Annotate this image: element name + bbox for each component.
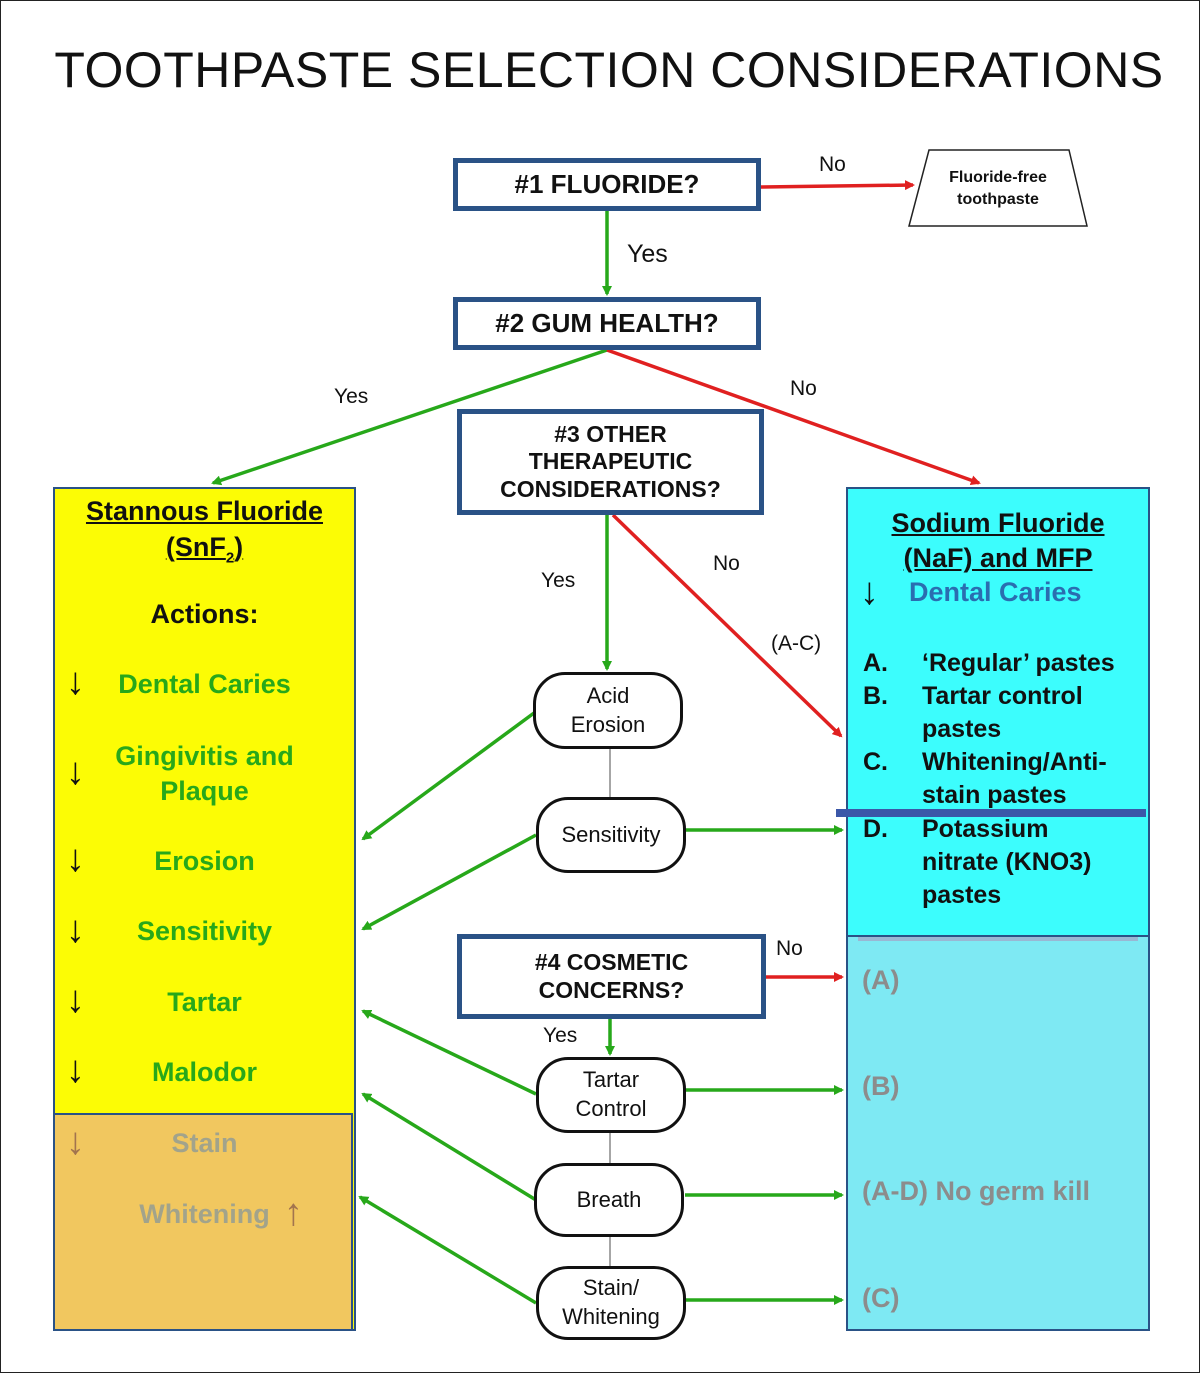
q2-yes-arrow [211, 348, 608, 486]
sodium-caries: Dental Caries [909, 577, 1082, 607]
stannous-item-sensitivity: Sensitivity [136, 916, 273, 946]
stannous-item-tartar: Tartar [167, 987, 242, 1017]
q3-range-label: (A-C) [771, 632, 822, 655]
pill-tartar-line1: Tartar [582, 1067, 640, 1093]
stannous-item-whitening: Whitening [139, 1199, 270, 1229]
up-arrow-icon: ↑ [284, 1192, 303, 1234]
q4-yes-label: Yes [543, 1024, 578, 1047]
sodium-list-letter-d: D. [863, 815, 888, 843]
down-arrow-icon: ↓ [66, 1121, 85, 1163]
pill-acid-erosion-line2: Erosion [570, 711, 646, 737]
sodium-gray-b: (B) [862, 1071, 900, 1101]
q2-label: #2 GUM HEALTH? [495, 307, 719, 338]
q1-yes-label: Yes [627, 240, 668, 268]
q1-fluoride-box: #1 FLUORIDE? [453, 158, 761, 211]
down-arrow-icon: ↓ [66, 751, 85, 793]
pill-acid-erosion-line1: Acid [586, 682, 630, 708]
sodium-lower-panel [846, 935, 1150, 1331]
page-title: TOOTHPASTE SELECTION CONSIDERATIONS [54, 42, 1164, 98]
sodium-divider-mid [836, 809, 1146, 817]
fluoride-free-shape [908, 149, 1088, 227]
pill-breath: Breath [534, 1163, 684, 1237]
pill-tartar-line2: Control [575, 1096, 647, 1121]
stannous-formula-subscript: 2 [225, 549, 235, 567]
sensitivity-to-stannous-arrow [361, 833, 537, 931]
stannous-lower-panel [53, 1113, 353, 1331]
sodium-list-letter-a: A. [863, 649, 888, 677]
q3-line2: THERAPEUTIC [528, 448, 693, 475]
down-arrow-icon: ↓ [66, 661, 85, 703]
sodium-heading-line1: Sodium Fluoride [891, 508, 1105, 538]
pill-stain-line1: Stain/ [582, 1275, 640, 1301]
q2-no-label: No [790, 377, 817, 400]
q2-no-arrow [606, 348, 981, 486]
q1-no-label: No [819, 153, 846, 176]
sodium-gray-a: (A) [862, 965, 900, 995]
sodium-gray-c: (C) [862, 1283, 900, 1313]
q3-no-label: No [713, 552, 740, 575]
sodium-list-text-b1: Tartar control [922, 682, 1083, 710]
sodium-list-text-d1: Potassium [922, 815, 1049, 843]
q4-cosmetic-box: #4 COSMETIC CONCERNS? [457, 934, 766, 1019]
sodium-list-text-d2: nitrate (KNO3) [922, 848, 1092, 876]
stannous-item-stain: Stain [171, 1128, 238, 1158]
sodium-list-text-b2: pastes [922, 715, 1002, 743]
down-arrow-icon: ↓ [66, 979, 85, 1021]
stain-to-stannous-arrow [358, 1195, 537, 1305]
stannous-item-erosion: Erosion [154, 846, 255, 876]
down-arrow-icon: ↓ [66, 909, 85, 951]
sodium-list-text-c1: Whitening/Anti- [922, 748, 1107, 776]
pill-stain-line2: Whitening [562, 1304, 660, 1329]
q3-yes-label: Yes [541, 569, 576, 592]
sodium-divider-top [858, 937, 1138, 941]
q3-no-arrow [611, 513, 843, 738]
q4-line2: CONCERNS? [538, 976, 685, 1003]
q3-line1: #3 OTHER [554, 420, 667, 447]
sodium-heading: Sodium Fluoride (NaF) and MFP [846, 506, 1150, 576]
sodium-gray-ad: (A-D) No germ kill [862, 1176, 1091, 1206]
stannous-item-gingivitis: Gingivitis and Plaque [103, 739, 306, 809]
tartar-to-stannous-arrow [361, 1009, 537, 1096]
q2-gum-health-box: #2 GUM HEALTH? [453, 297, 761, 350]
down-arrow-icon: ↓ [66, 838, 85, 880]
fluoride-free-label: Fluoride-free toothpaste [911, 167, 1085, 211]
q4-no-label: No [776, 937, 803, 960]
pill-sensitivity: Sensitivity [536, 797, 686, 873]
stannous-formula-end: ) [234, 532, 244, 562]
down-arrow-icon: ↓ [66, 1049, 85, 1091]
actions-label: Actions: [150, 599, 259, 629]
sodium-list-text-c2: stain pastes [922, 781, 1067, 809]
pill-stain-whitening: Stain/ Whitening [536, 1266, 686, 1340]
acid-erosion-to-stannous-arrow [361, 711, 536, 841]
pill-sensitivity-line1: Sensitivity [561, 821, 661, 847]
pill-acid-erosion: Acid Erosion [533, 672, 683, 749]
q3-therapeutic-box: #3 OTHER THERAPEUTIC CONSIDERATIONS? [457, 409, 764, 515]
stannous-item-dental-caries: Dental Caries [118, 669, 291, 699]
stannous-item-gingivitis-line2: Plaque [160, 776, 249, 806]
fluoride-free-line1: Fluoride-free [949, 169, 1047, 186]
down-arrow-icon: ↓ [860, 571, 879, 613]
fluoride-free-line2: toothpaste [957, 191, 1039, 208]
stannous-heading-line1: Stannous Fluoride [85, 496, 323, 526]
stannous-heading-line2: (SnF2) [53, 529, 356, 576]
q4-line1: #4 COSMETIC [534, 948, 689, 975]
sodium-list-letter-b: B. [863, 682, 888, 710]
pill-breath-line1: Breath [576, 1186, 642, 1212]
q1-no-arrow [760, 180, 915, 191]
q2-yes-label: Yes [334, 385, 369, 408]
q1-label: #1 FLUORIDE? [514, 168, 700, 199]
stannous-item-gingivitis-line1: Gingivitis and [115, 741, 294, 771]
stannous-formula: (SnF [165, 532, 226, 562]
pill-tartar-control: Tartar Control [536, 1057, 686, 1133]
stannous-heading: Stannous Fluoride (SnF2) [53, 493, 356, 576]
sodium-list-text-d3: pastes [922, 881, 1002, 909]
sodium-list-text-a: ‘Regular’ pastes [922, 649, 1115, 677]
q3-line3: CONSIDERATIONS? [500, 475, 721, 502]
stannous-item-malodor: Malodor [152, 1057, 257, 1087]
sodium-heading-line2: (NaF) and MFP [903, 543, 1093, 573]
sodium-list-letter-c: C. [863, 748, 888, 776]
breath-to-stannous-arrow [361, 1092, 537, 1202]
